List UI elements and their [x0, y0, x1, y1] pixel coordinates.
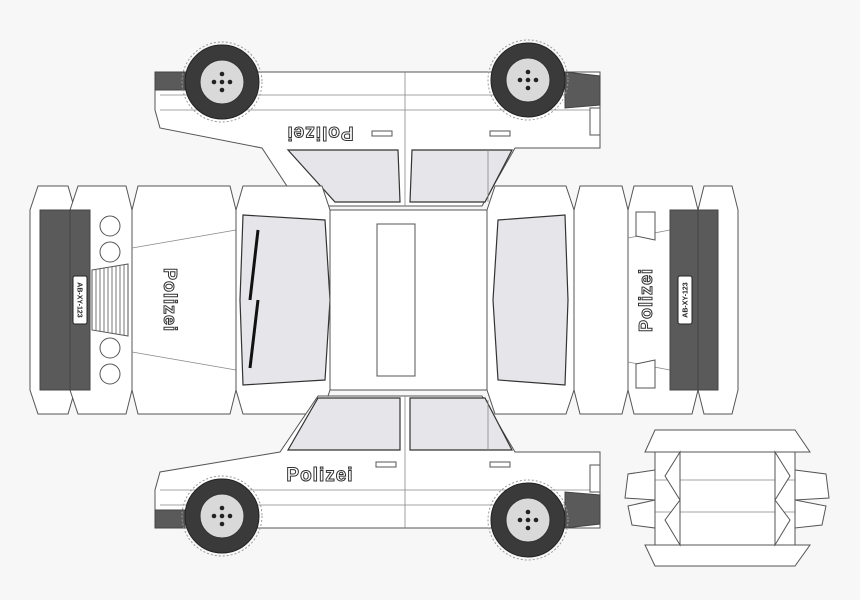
bottom-rear-window [286, 397, 401, 451]
bottom-front-window [409, 397, 513, 451]
svg-text:AB-XY-123: AB-XY-123 [76, 282, 83, 318]
top-front-window [409, 149, 513, 203]
rear-license-plate: AB-XY-123 [72, 275, 88, 325]
top-side-panel: Polizei [154, 39, 601, 207]
wheel-icon [181, 475, 263, 557]
roof-light-bar [376, 223, 416, 377]
trunk-logo: Polizei [160, 268, 180, 332]
bottom-side-panel: Polizei [154, 395, 601, 561]
center-body-strip: AB-XY-123 Polizei Polizei AB-XY-123 [29, 185, 739, 415]
rear-windshield [239, 214, 331, 386]
wheel-icon [487, 39, 569, 121]
hood-logo: Polizei [636, 268, 656, 332]
wheel-icon [487, 479, 569, 561]
top-rear-window [286, 149, 401, 203]
front-windshield [492, 214, 569, 386]
wheel-icon [181, 41, 263, 123]
top-logo: Polizei [286, 122, 353, 143]
stand-box-net [624, 429, 830, 567]
svg-text:AB-XY-123: AB-XY-123 [683, 282, 690, 318]
bottom-logo: Polizei [286, 465, 353, 486]
front-license-plate: AB-XY-123 [677, 275, 693, 325]
